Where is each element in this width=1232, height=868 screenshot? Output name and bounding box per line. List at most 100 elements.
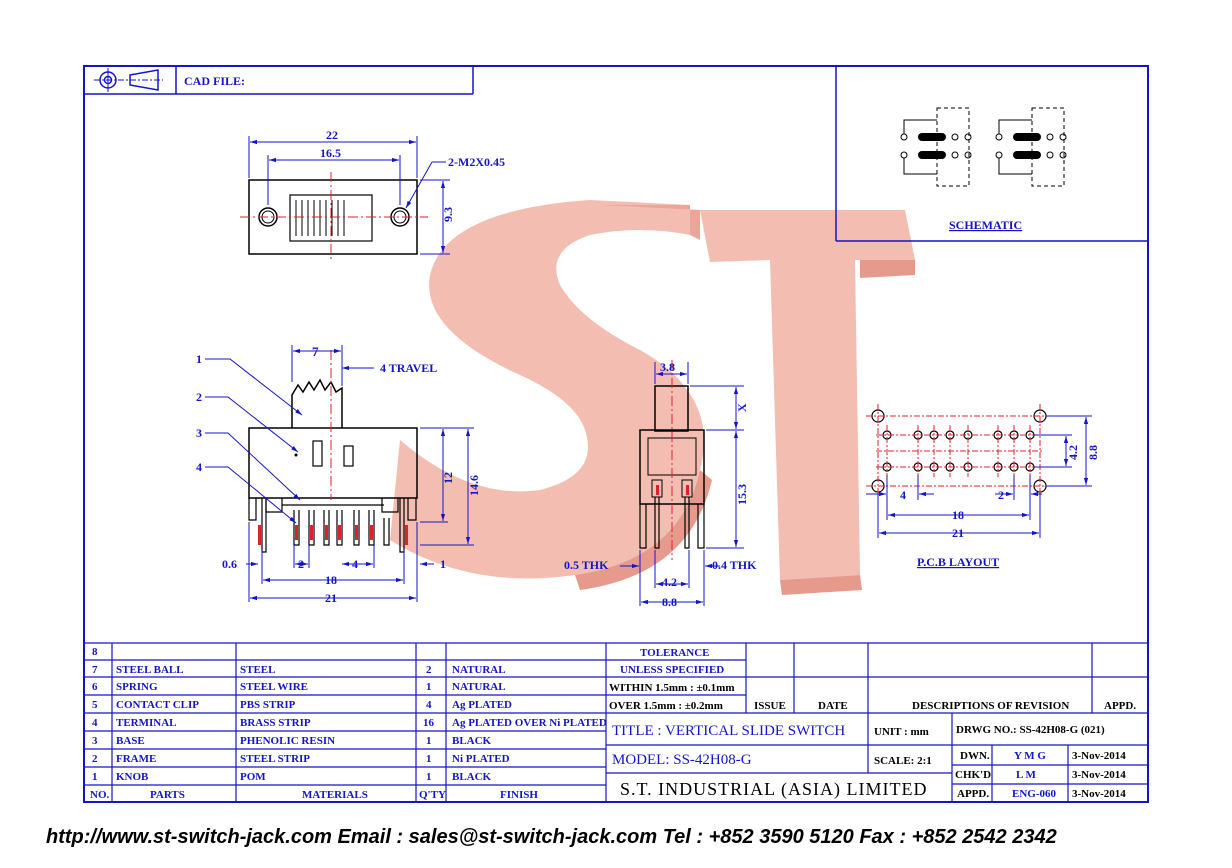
bom-header-qty: Q'TY (419, 789, 446, 801)
bom-cell-material: PBS STRIP (240, 699, 296, 711)
tolerance-over: OVER 1.5mm : ±0.2mm (609, 700, 723, 712)
bom-cell-qty: 1 (426, 771, 432, 783)
bom-cell-qty: 1 (426, 681, 432, 693)
bom-header-finish: FINISH (500, 789, 538, 801)
bom-cell-material: STEEL STRIP (240, 753, 310, 765)
bom-cell-material: STEEL WIRE (240, 681, 308, 693)
top-view: 22 16.5 9.3 2-M2X0.45 (240, 128, 505, 262)
drawing-number: DRWG NO.: SS-42H08-G (021) (956, 724, 1105, 736)
bom-cell-qty: 1 (426, 735, 432, 747)
bom-cell-material: BRASS STRIP (240, 717, 311, 729)
pcb-dim-21: 21 (952, 526, 964, 540)
dim-width-4-2: 4.2 (662, 575, 677, 589)
bom-cell-no: 2 (92, 753, 98, 765)
bom-cell-part: KNOB (116, 771, 149, 783)
bom-cell-finish: Ni PLATED (452, 753, 510, 765)
bom-cell-no: 7 (92, 664, 98, 676)
callout-3: 3 (196, 426, 202, 440)
dim-thk-04: 0.4 THK (712, 558, 757, 572)
bom-cell-no: 5 (92, 699, 98, 711)
callout-4: 4 (196, 460, 202, 474)
bom-cell-part: CONTACT CLIP (116, 699, 199, 711)
dim-terminal-thk: 0.6 (222, 557, 237, 571)
unit-label: UNIT : mm (874, 726, 929, 738)
chkd-date: 3-Nov-2014 (1072, 769, 1126, 781)
schematic-label: SCHEMATIC (949, 218, 1022, 232)
company-name: S.T. INDUSTRIAL (ASIA) LIMITED (620, 779, 927, 800)
rev-issue-header: ISSUE (754, 700, 786, 712)
projection-cone-icon (129, 69, 159, 91)
bom-cell-finish: BLACK (452, 771, 492, 783)
scale-label: SCALE: 2:1 (874, 755, 932, 767)
bom-cell-part: TERMINAL (116, 717, 177, 729)
bom-cell-qty: 2 (426, 664, 432, 676)
bom-cell-finish: Ag PLATED OVER Ni PLATED (452, 717, 607, 729)
bom-cell-no: 8 (92, 646, 98, 658)
bom-cell-part: BASE (116, 735, 145, 747)
pcb-dim-2: 2 (998, 488, 1004, 502)
dim-knob: 3.8 (660, 360, 675, 374)
appd-name: ENG-060 (1012, 788, 1057, 800)
contact-footer: http://www.st-switch-jack.com Email : sa… (46, 826, 1057, 848)
dim-thk-05: 0.5 THK (564, 558, 609, 572)
pcb-dim-8-8: 8.8 (1086, 445, 1100, 460)
cad-file-label: CAD FILE: (184, 74, 245, 88)
bom-cell-no: 1 (92, 771, 98, 783)
rev-date-header: DATE (818, 700, 848, 712)
bom-cell-qty: 16 (423, 717, 435, 729)
appd-date: 3-Nov-2014 (1072, 788, 1126, 800)
pcb-layout: 4 2 18 21 4.2 8.8 P.C.B LAYOUT (866, 404, 1100, 569)
appd-label: APPD. (957, 788, 989, 800)
bom-cell-no: 6 (92, 681, 98, 693)
pcb-layout-label: P.C.B LAYOUT (917, 555, 999, 569)
title-block-lines (606, 643, 1148, 802)
dim-width-18: 18 (325, 573, 337, 587)
bom-cell-finish: Ag PLATED (452, 699, 512, 711)
dim-height-14-6: 14.6 (467, 475, 481, 496)
pcb-dim-18: 18 (952, 508, 964, 522)
bom-cell-qty: 4 (426, 699, 432, 711)
dim-overall-width: 22 (326, 128, 338, 142)
dim-travel: 4 TRAVEL (380, 361, 437, 375)
tolerance-label: TOLERANCE (640, 647, 709, 659)
pcb-dim-4: 4 (900, 488, 906, 502)
bom-cell-no: 3 (92, 735, 98, 747)
bom-cell-finish: NATURAL (452, 681, 506, 693)
bom-header-materials: MATERIALS (302, 789, 368, 801)
bom-cell-part: FRAME (116, 753, 156, 765)
cad-file-header: CAD FILE: (84, 66, 474, 95)
bom-cell-qty: 1 (426, 753, 432, 765)
drawing-title: TITLE : VERTICAL SLIDE SWITCH (612, 723, 845, 739)
bom-cell-part: STEEL BALL (116, 664, 184, 676)
sheet-border (83, 65, 1149, 803)
bom-table (84, 642, 1148, 802)
side-view: 1 2 3 4 7 4 TRAVEL 12 14.6 (196, 344, 481, 605)
dwn-date: 3-Nov-2014 (1072, 750, 1126, 762)
callout-1: 1 (196, 352, 202, 366)
dim-height-12: 12 (441, 472, 455, 484)
bom-header-parts: PARTS (150, 789, 185, 801)
bom-header-no: NO. (90, 789, 110, 801)
bom-cell-material: STEEL (240, 664, 275, 676)
bom-cell-no: 4 (92, 717, 98, 729)
dim-height: 9.3 (441, 207, 455, 222)
dim-width-8-8: 8.8 (662, 595, 677, 609)
dim-knob-width: 7 (312, 344, 319, 359)
dim-travel-x: X (735, 403, 749, 412)
bom-cell-material: POM (240, 771, 266, 783)
bom-cell-finish: BLACK (452, 735, 492, 747)
bom-cell-material: PHENOLIC RESIN (240, 735, 335, 747)
dim-width-21: 21 (325, 591, 337, 605)
end-view: 3.8 X 15.3 0.5 THK 0.4 THK 4.2 8.8 (564, 360, 757, 609)
dim-pitch-2: 2 (298, 557, 304, 571)
tolerance-within: WITHIN 1.5mm : ±0.1mm (609, 682, 735, 694)
st-watermark (390, 200, 915, 595)
unless-specified: UNLESS SPECIFIED (620, 664, 724, 676)
dim-hole-spacing: 16.5 (320, 146, 341, 160)
pcb-dim-4-2: 4.2 (1066, 445, 1080, 460)
chkd-label: CHK'D (955, 769, 991, 781)
model-label: MODEL: SS-42H08-G (612, 752, 752, 768)
bom-cell-part: SPRING (116, 681, 158, 693)
